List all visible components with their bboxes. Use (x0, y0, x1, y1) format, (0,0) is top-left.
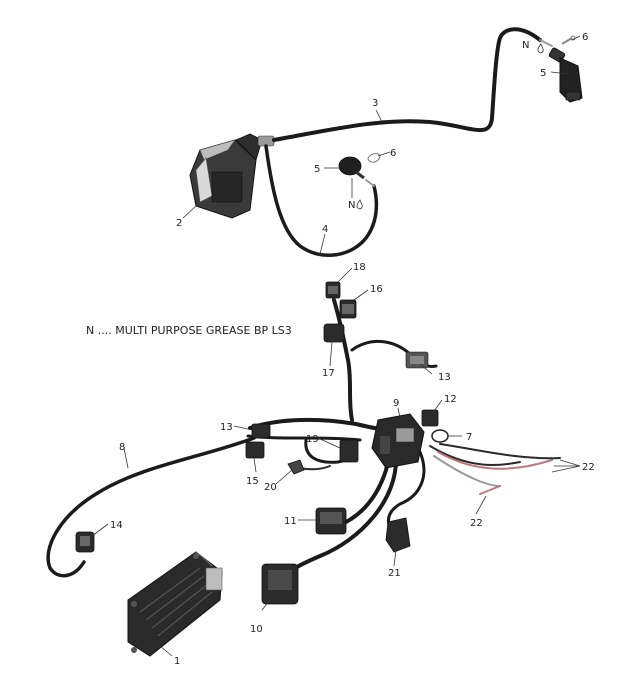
connector-16 (339, 299, 357, 319)
callout-10: 10 (250, 624, 263, 635)
callout-22-bottom: 22 (470, 518, 483, 529)
callout-12: 12 (444, 394, 457, 405)
callout-2: 2 (176, 218, 182, 229)
leader-lines (91, 35, 581, 657)
connector-19 (339, 439, 359, 463)
callout-9: 9 (393, 398, 399, 409)
o-ring-middle (367, 153, 381, 163)
callout-6-middle: 6 (390, 148, 396, 159)
callout-13-right: 13 (438, 372, 451, 383)
callout-3: 3 (372, 98, 378, 109)
callout-5-middle: 5 (314, 164, 320, 175)
ring-7 (431, 429, 449, 443)
callout-19: 19 (306, 434, 319, 445)
callout-20: 20 (264, 482, 277, 493)
ecm-module (127, 551, 223, 657)
o-ring-top (561, 35, 576, 45)
connector-13-left (251, 423, 271, 439)
connector-13-right (405, 351, 429, 369)
connector-14 (75, 531, 95, 553)
connector-11 (315, 507, 347, 535)
callout-18: 18 (353, 262, 366, 273)
main-wiring-harness (46, 298, 561, 578)
callout-13-left: 13 (220, 422, 233, 433)
callout-14: 14 (110, 520, 123, 531)
callout-8: 8 (119, 442, 125, 453)
callout-15: 15 (246, 476, 259, 487)
wire-4 (264, 144, 379, 257)
callout-17: 17 (322, 368, 335, 379)
callout-labels: 1 2 3 4 5 5 6 6 7 8 9 10 11 12 13 13 14 … (110, 32, 595, 667)
callout-7: 7 (466, 432, 472, 443)
callout-4: 4 (322, 224, 328, 235)
callout-22-right: 22 (582, 462, 595, 473)
callout-5-top: 5 (540, 68, 546, 79)
connector-12 (421, 409, 439, 427)
callout-1: 1 (174, 656, 180, 667)
connector-18 (325, 281, 341, 299)
spark-plug-cap-middle (338, 156, 365, 180)
connector-17 (323, 323, 345, 343)
grease-note: N .... MULTI PURPOSE GREASE BP LS3 (86, 324, 292, 337)
connector-21 (385, 517, 411, 553)
junction-block-9 (371, 413, 425, 469)
callout-21: 21 (388, 568, 401, 579)
grease-drop-icon (356, 199, 363, 210)
ignition-coil (189, 133, 275, 219)
connector-10 (261, 563, 299, 605)
grease-marker-top: N (522, 40, 529, 51)
spark-plug-cap-top (548, 47, 583, 103)
grease-marker-middle: N (348, 200, 355, 211)
high-tension-wire (272, 27, 542, 142)
connector-15 (245, 441, 265, 459)
callout-6-top: 6 (582, 32, 588, 43)
callout-16: 16 (370, 284, 383, 295)
callout-11: 11 (284, 516, 297, 527)
grease-drop-icon (537, 43, 544, 54)
